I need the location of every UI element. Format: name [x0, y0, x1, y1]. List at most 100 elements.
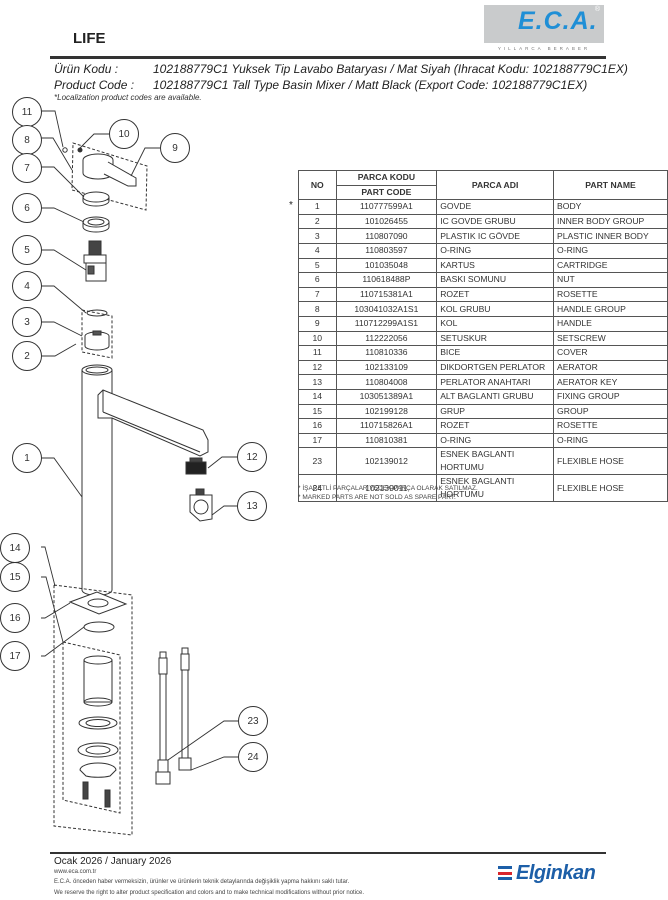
aerator-part [185, 461, 207, 475]
part-name-tr: KARTUS [436, 257, 555, 274]
callout-17: 17 [0, 641, 30, 671]
callout-4: 4 [12, 271, 42, 301]
disclaimer-tr: E.C.A. önceden haber vermeksizin, ürünle… [54, 879, 350, 885]
part-name-en: ROSETTE [553, 286, 668, 303]
part-number: 8 [298, 301, 337, 317]
part-name-en: COVER [553, 345, 668, 361]
handle-group-boundary [71, 142, 148, 211]
part-number: 9 [298, 315, 337, 332]
o-ring-part [86, 309, 108, 317]
col-header-no: NO [298, 169, 337, 201]
product-code-en: Product Code : 102188779C1 Tall Type Bas… [54, 78, 654, 94]
flexible-hose-24-part [178, 647, 192, 771]
setscrew-part [77, 147, 83, 153]
part-name-en: AERATOR KEY [553, 374, 668, 390]
footer-divider [50, 852, 606, 854]
part-code: 110804008 [335, 374, 438, 390]
part-code: 110715381A1 [335, 286, 438, 303]
part-name-tr: GOVDE [436, 199, 555, 215]
callout-10: 10 [109, 119, 139, 149]
table-header-row: NO PARCA KODU PARCA ADI PART NAME [298, 169, 668, 201]
header-divider [50, 56, 606, 59]
callout-14: 14 [0, 533, 30, 563]
part-name-en: HANDLE [553, 315, 668, 332]
col-header-name-tr: PARCA ADI [436, 169, 555, 201]
part-code: 102133109 [335, 359, 438, 376]
callout-9: 9 [160, 133, 190, 163]
callout-1: 1 [12, 443, 42, 473]
disclaimer-en: We reserve the right to alter product sp… [54, 890, 365, 896]
rosette-16-part [68, 591, 128, 615]
inner-body-boundary [81, 309, 113, 359]
part-name-en: O-RING [553, 242, 668, 259]
marked-parts-note-tr: * İŞARETLİ PARÇALAR YEDEK PARÇA OLARAK S… [298, 485, 478, 492]
part-name-tr: DIKDORTGEN PERLATOR [436, 359, 555, 376]
part-name-tr: PERLATOR ANAHTARI [436, 374, 555, 390]
part-name-tr: ROZET [436, 418, 555, 434]
part-code: 103041032A1S1 [335, 301, 438, 317]
fixing-group-boundary [53, 584, 133, 836]
localization-note: *Localization product codes are availabl… [54, 93, 202, 102]
aerator-key-part [189, 494, 213, 522]
part-code: 110777599A1 [335, 199, 438, 215]
part-number: 13 [298, 374, 337, 390]
parts-table: NO PARCA KODU PARCA ADI PART NAME PART C… [298, 169, 668, 503]
part-name-en: FLEXIBLE HOSE [553, 447, 668, 476]
col-header-name-en: PART NAME [553, 169, 668, 201]
part-number: 1 [298, 199, 337, 215]
part-number: 11 [298, 345, 337, 361]
part-number: 15 [298, 403, 337, 420]
callout-7: 7 [12, 153, 42, 183]
elginkan-logo: Elginkan [498, 860, 596, 886]
part-name-tr: O-RING [436, 432, 555, 449]
callout-16: 16 [0, 603, 30, 633]
fixing-tube-part [83, 655, 113, 707]
product-code-tr-label: Ürün Kodu : [54, 62, 119, 76]
eca-logo-mark: E.C.A. [518, 7, 598, 35]
col-header-code-tr: PARCA KODU [335, 170, 438, 186]
o-ring-17-part [83, 621, 115, 633]
part-number: 2 [298, 213, 337, 230]
cover-part [62, 147, 68, 153]
spout-part [97, 389, 209, 457]
eca-logo: E.C.A. ® YILLARCA BERABER [484, 5, 604, 51]
fixing-plate-part [79, 762, 117, 778]
website-link[interactable]: www.eca.com.tr [54, 869, 97, 875]
part-number: 10 [298, 330, 337, 347]
group-boundary [62, 641, 121, 814]
callout-11: 11 [12, 97, 42, 127]
callout-5: 5 [12, 235, 42, 265]
part-number: 17 [298, 432, 337, 449]
stud-part [82, 781, 89, 800]
part-name-en: SETSCREW [553, 330, 668, 347]
part-name-tr: GRUP [436, 403, 555, 420]
product-code-en-label: Product Code : [54, 78, 135, 92]
part-name-en: INNER BODY GROUP [553, 213, 668, 230]
part-name-tr: ESNEK BAGLANTI HORTUMU [436, 474, 555, 503]
part-name-en: BODY [553, 199, 668, 215]
part-name-en: FIXING GROUP [553, 388, 668, 405]
part-number: 6 [298, 272, 337, 288]
part-name-tr: KOL [436, 315, 555, 332]
callout-8: 8 [12, 125, 42, 155]
callout-15: 15 [0, 562, 30, 592]
part-number: 12 [298, 359, 337, 376]
part-code: 101035048 [335, 257, 438, 274]
callout-3: 3 [12, 307, 42, 337]
elginkan-wordmark: Elginkan [516, 861, 596, 884]
marked-parts-note: * İŞARETLİ PARÇALAR YEDEK PARÇA OLARAK S… [298, 484, 478, 502]
